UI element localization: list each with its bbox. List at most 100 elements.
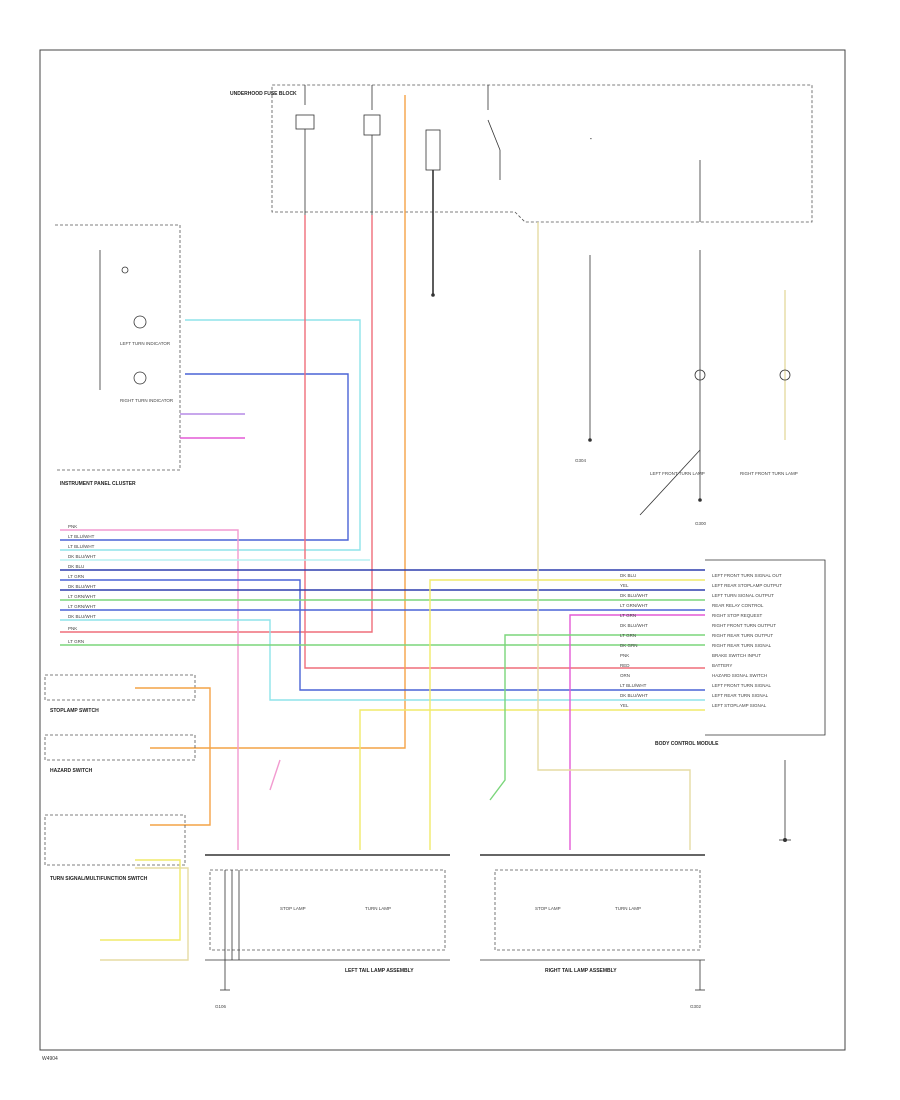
right-tail-lamp: STOP LAMP TURN LAMP RIGHT TAIL LAMP ASSE… bbox=[480, 854, 705, 1009]
left-tail-box bbox=[209, 869, 446, 951]
lw-9: DK BLU/WHT bbox=[68, 614, 96, 619]
wire-orange-2 bbox=[135, 687, 211, 826]
lw-4: DK BLU bbox=[68, 564, 84, 569]
rw-9-func: BATTERY bbox=[712, 663, 732, 668]
brake-switch-label: STOPLAMP SWITCH bbox=[50, 708, 99, 714]
front-right-lamp-icon bbox=[779, 369, 791, 381]
lw-0: PNK bbox=[68, 524, 77, 529]
wire-tan-3 bbox=[100, 867, 189, 961]
left-bundle-labels: PNK LT BLU/WHT LT BLU/WHT DK BLU/WHT DK … bbox=[68, 524, 96, 644]
wire-yellow-3 bbox=[100, 859, 181, 941]
wire-blue-2 bbox=[60, 579, 705, 691]
front-left-lamp-icon bbox=[694, 369, 706, 381]
lw-3: DK BLU/WHT bbox=[68, 554, 96, 559]
fuse-block: UNDERHOOD FUSE BLOCK ▪ bbox=[230, 84, 813, 295]
ground-icon bbox=[783, 838, 787, 842]
front-turn-lamps: LEFT FRONT TURN LAMP RIGHT FRONT TURN LA… bbox=[575, 250, 798, 526]
lw-6: DK BLU/WHT bbox=[68, 584, 96, 589]
rw-5-wire: DK BLU/WHT bbox=[620, 623, 648, 628]
bcm-connector: BODY CONTROL MODULE DK BLU LEFT FRONT TU… bbox=[620, 559, 826, 747]
rw-2-wire: DK BLU/WHT bbox=[620, 593, 648, 598]
rw-12-func: LEFT REAR TURN SIGNAL bbox=[712, 693, 769, 698]
right-turn-indicator-label: RIGHT TURN INDICATOR bbox=[120, 398, 174, 403]
ground-right bbox=[779, 760, 791, 842]
lw-10: PNK bbox=[68, 626, 77, 631]
node-dot bbox=[698, 498, 702, 502]
rw-5-func: RIGHT FRONT TURN OUTPUT bbox=[712, 623, 776, 628]
left-tail-label: LEFT TAIL LAMP ASSEMBLY bbox=[345, 968, 414, 974]
wire-cluster-cyan bbox=[60, 319, 361, 551]
lw-1: LT BLU/WHT bbox=[68, 534, 95, 539]
bcm-label: BODY CONTROL MODULE bbox=[655, 741, 719, 747]
lw-11: LT GRN bbox=[68, 639, 84, 644]
rw-6-wire: LT GRN bbox=[620, 633, 636, 638]
wire-red-2 bbox=[60, 215, 373, 633]
wire-cyan-2 bbox=[60, 619, 705, 701]
rw-3-wire: LT GRN/WHT bbox=[620, 603, 648, 608]
rw-8-wire: PNK bbox=[620, 653, 629, 658]
node-dot bbox=[588, 438, 592, 442]
ground-g2: G302 bbox=[690, 1004, 702, 1009]
rw-7-wire: DK GRN bbox=[620, 643, 638, 648]
rw-0-func: LEFT FRONT TURN SIGNAL OUT bbox=[712, 573, 782, 578]
rw-9-wire: RED bbox=[620, 663, 630, 668]
right-stop-lamp: STOP LAMP bbox=[535, 906, 561, 911]
fuse-block-outline bbox=[271, 84, 813, 223]
lw-8: LT GRN/WHT bbox=[68, 604, 96, 609]
relay-coil-icon bbox=[425, 129, 441, 171]
wire-cluster-blue bbox=[60, 373, 349, 541]
right-turn-lamp: TURN LAMP bbox=[615, 906, 641, 911]
lw-5: LT GRN bbox=[68, 574, 84, 579]
rw-13-func: LEFT STOPLAMP SIGNAL bbox=[712, 703, 767, 708]
rw-8-func: BRAKE SWITCH INPUT bbox=[712, 653, 761, 658]
rw-4-func: RIGHT STOP REQUEST bbox=[712, 613, 763, 618]
turn-switch-box bbox=[44, 814, 186, 866]
rw-0-wire: DK BLU bbox=[620, 573, 636, 578]
left-turn-lamp: TURN LAMP bbox=[365, 906, 391, 911]
left-stop-lamp: STOP LAMP bbox=[280, 906, 306, 911]
rw-1-func: LEFT REAR STOPLAMP OUTPUT bbox=[712, 583, 782, 588]
wire-green-right bbox=[489, 634, 705, 801]
wire-orange-hazard bbox=[150, 95, 406, 749]
left-tail-lamp: STOP LAMP TURN LAMP LEFT TAIL LAMP ASSEM… bbox=[205, 854, 450, 1009]
left-turn-indicator-icon bbox=[133, 315, 147, 329]
right-tail-box bbox=[494, 869, 701, 951]
rw-10-wire: ORN bbox=[620, 673, 630, 678]
front-left-lamp: LEFT FRONT TURN LAMP bbox=[650, 471, 705, 476]
rw-2-func: LEFT TURN SIGNAL OUTPUT bbox=[712, 593, 774, 598]
cluster-label: INSTRUMENT PANEL CLUSTER bbox=[60, 481, 136, 487]
fuse-note: ▪ bbox=[590, 136, 592, 141]
footer-code: W4904 bbox=[42, 1056, 58, 1062]
right-tail-label: RIGHT TAIL LAMP ASSEMBLY bbox=[545, 968, 617, 974]
rw-7-func: RIGHT REAR TURN SIGNAL bbox=[712, 643, 772, 648]
wire-yellow-2 bbox=[359, 709, 705, 850]
left-wire-bundle bbox=[60, 529, 705, 850]
ground-g4: G300 bbox=[695, 521, 707, 526]
lw-7: LT GRN/WHT bbox=[68, 594, 96, 599]
rw-4-wire: LT GRN bbox=[620, 613, 636, 618]
instrument-cluster: LEFT TURN INDICATOR RIGHT TURN INDICATOR… bbox=[55, 224, 181, 487]
fuse-2-icon bbox=[363, 114, 381, 136]
ground-g3: G304 bbox=[575, 458, 587, 463]
left-turn-indicator-label: LEFT TURN INDICATOR bbox=[120, 341, 171, 346]
wire-yellow-left bbox=[429, 579, 705, 850]
rw-1-wire: YEL bbox=[620, 583, 629, 588]
wire-tan bbox=[537, 222, 691, 850]
rw-10-func: HAZARD SIGNAL SWITCH bbox=[712, 673, 767, 678]
rw-11-wire: LT BLU/WHT bbox=[620, 683, 647, 688]
ground-g1: G106 bbox=[215, 1004, 227, 1009]
fuse-block-label: UNDERHOOD FUSE BLOCK bbox=[230, 91, 297, 97]
rw-12-wire: DK BLU/WHT bbox=[620, 693, 648, 698]
rw-3-func: REAR RELAY CONTROL bbox=[712, 603, 764, 608]
wire-magenta-right bbox=[569, 614, 705, 850]
hazard-switch-label: HAZARD SWITCH bbox=[50, 768, 93, 774]
rw-6-func: RIGHT REAR TURN OUTPUT bbox=[712, 633, 773, 638]
front-right-lamp: RIGHT FRONT TURN LAMP bbox=[740, 471, 798, 476]
node-dot bbox=[431, 293, 435, 297]
cluster-indicator-icon bbox=[121, 266, 129, 274]
wire-pink bbox=[60, 529, 239, 850]
right-turn-indicator-icon bbox=[133, 371, 147, 385]
turn-switch-label: TURN SIGNAL/MULTIFUNCTION SWITCH bbox=[50, 876, 148, 882]
hazard-switch-box bbox=[44, 734, 196, 761]
